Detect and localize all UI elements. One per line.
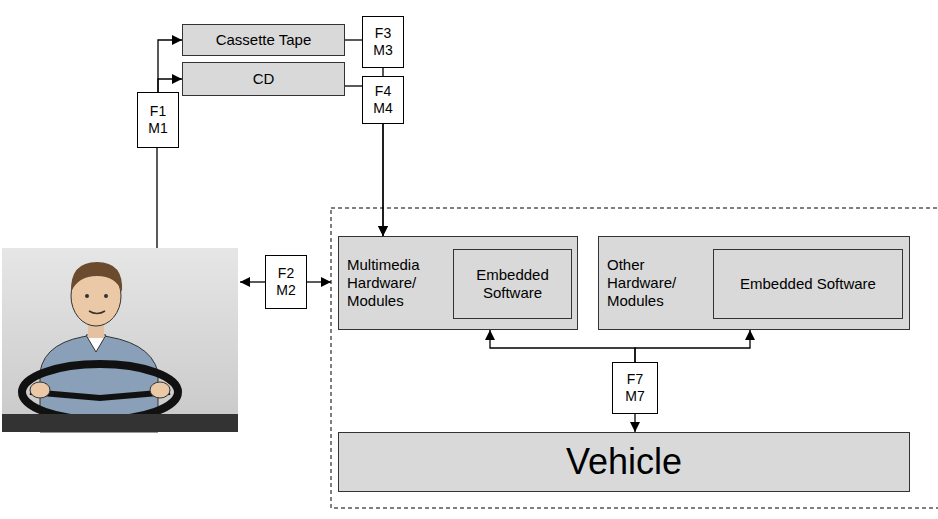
hardware-module-box: Multimedia Hardware/ ModulesEmbedded Sof…: [338, 236, 578, 330]
dashboard: [2, 414, 238, 432]
illustration-ground: [2, 248, 238, 432]
driver-eye: [104, 294, 108, 298]
driver-hand: [150, 382, 170, 398]
connector: [634, 414, 635, 432]
box-label: Vehicle: [566, 440, 682, 483]
connector: [158, 79, 182, 92]
driver-illustration: [2, 248, 238, 432]
failure-mode-tag: F3M3: [362, 16, 404, 68]
wheel-spoke: [30, 392, 170, 398]
driver-eye: [85, 294, 89, 298]
box-label: Cassette Tape: [216, 31, 312, 49]
failure-mode-tag: F2M2: [265, 255, 307, 309]
connector: [382, 124, 383, 236]
driver-mouth: [89, 311, 105, 314]
vehicle-box: Vehicle: [338, 432, 910, 492]
tag-text: M7: [625, 388, 644, 405]
driver-hand: [30, 382, 50, 398]
tag-text: F1: [150, 103, 166, 120]
text-holder: F1M1: [138, 93, 178, 147]
failure-mode-tag: F1M1: [137, 92, 179, 148]
software-box: Embedded Software: [453, 249, 572, 319]
box-label: Other Hardware/ Modules: [607, 256, 707, 310]
box-label: Embedded Software: [740, 275, 876, 293]
driver-hair: [71, 262, 122, 292]
tag-text: F2: [278, 265, 294, 282]
box-label: CD: [253, 70, 275, 88]
software-box: Embedded Software: [713, 249, 903, 319]
text-holder: F3M3: [363, 17, 403, 67]
driver-wire: [156, 148, 157, 248]
text-holder: CD: [183, 63, 344, 95]
connector: [635, 330, 750, 362]
text-holder: F7M7: [613, 363, 657, 413]
text-holder: Embedded Software: [454, 250, 571, 318]
tag-text: M2: [276, 282, 295, 299]
box-label: Multimedia Hardware/ Modules: [347, 256, 450, 310]
tag-text: M3: [373, 42, 392, 59]
tag-text: F4: [375, 83, 391, 100]
failure-mode-tag: F7M7: [612, 362, 658, 414]
media-box: CD: [182, 62, 345, 96]
connector: [490, 330, 635, 362]
system-boundary: [331, 208, 938, 508]
media-box: Cassette Tape: [182, 24, 345, 56]
hardware-module-box: Other Hardware/ Modules Embedded Software: [598, 236, 910, 330]
box-label: Embedded Software: [454, 266, 571, 302]
steering-wheel: [22, 364, 178, 420]
text-holder: F4M4: [363, 77, 403, 123]
text-holder: Vehicle: [339, 433, 909, 491]
tag-text: M1: [148, 120, 167, 137]
interface-wire: [240, 281, 265, 282]
connector: [345, 39, 362, 40]
tag-text: M4: [373, 100, 392, 117]
connector: [158, 40, 182, 92]
text-holder: F2M2: [266, 256, 306, 308]
tag-text: F7: [627, 371, 643, 388]
text-holder: Multimedia Hardware/ Modules: [347, 237, 450, 329]
text-holder: Other Hardware/ Modules: [607, 237, 707, 329]
connector: [345, 85, 362, 86]
interface-wire: [307, 281, 331, 282]
failure-mode-tag: F4M4: [362, 76, 404, 124]
text-holder: Embedded Software: [714, 250, 902, 318]
tag-text: F3: [375, 25, 391, 42]
text-holder: Cassette Tape: [183, 25, 344, 55]
